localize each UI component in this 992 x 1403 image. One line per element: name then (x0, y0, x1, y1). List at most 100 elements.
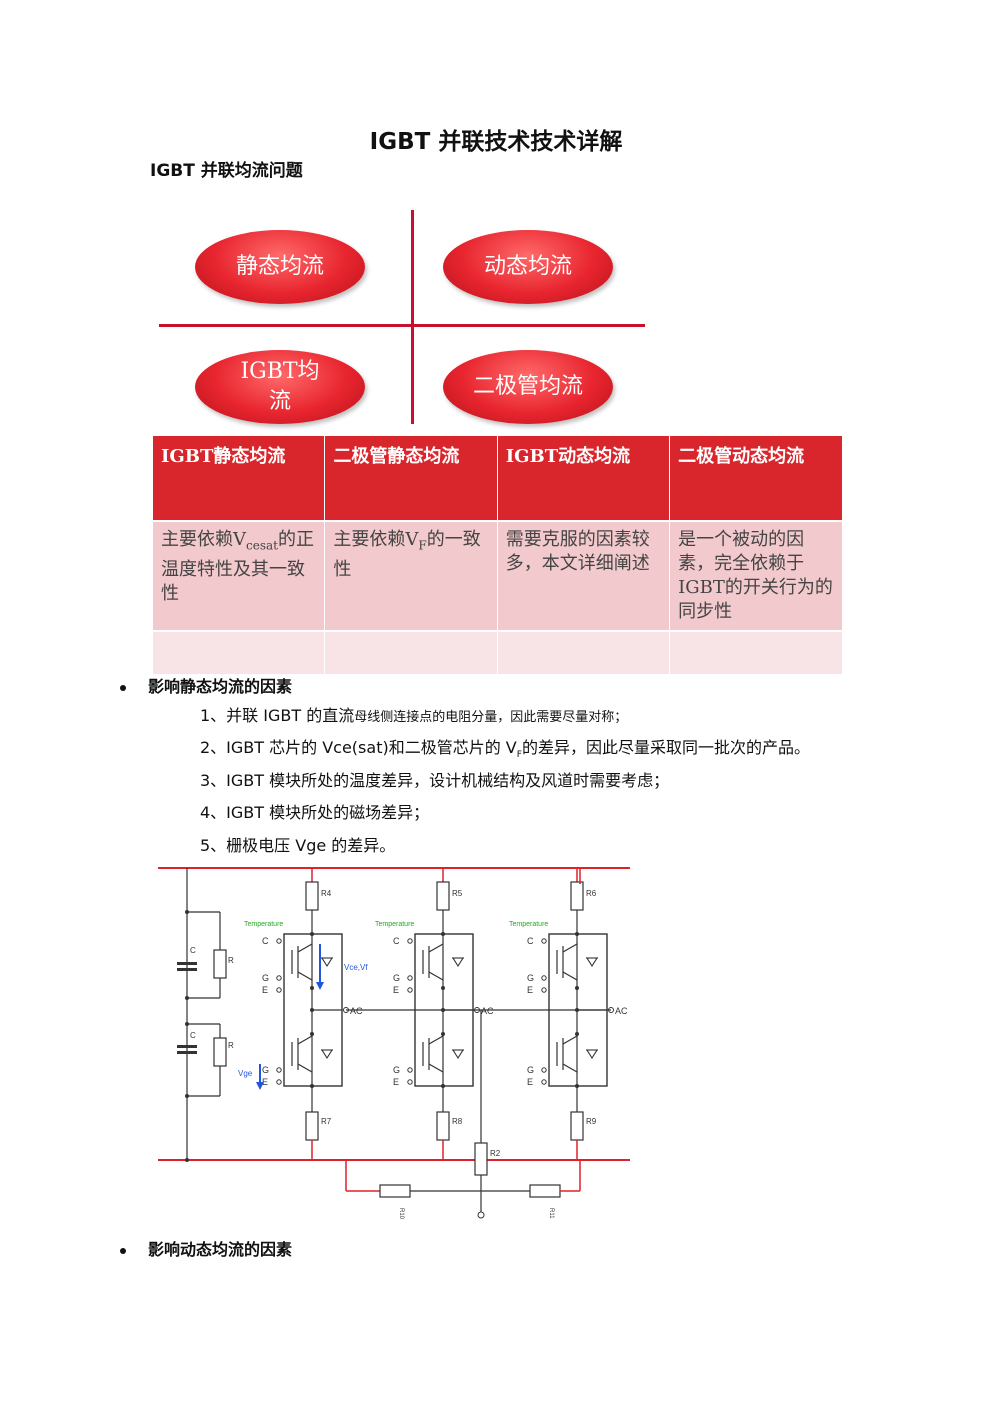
table-header-cell: 二极管动态均流 (669, 436, 842, 522)
node (575, 1032, 579, 1036)
res-label: R (228, 1041, 234, 1050)
resistor-label: R8 (452, 1117, 463, 1126)
pin-terminal (541, 1067, 547, 1073)
node (310, 986, 314, 990)
pin-label: G (393, 973, 400, 983)
resistor-top (570, 881, 584, 911)
pin-terminal (541, 938, 547, 944)
pin-label: G (393, 1065, 400, 1075)
bullet-dot (120, 1247, 126, 1254)
resistor-label: R5 (452, 889, 463, 898)
diode-symbol (452, 957, 464, 968)
resistor-r2 (474, 1142, 488, 1176)
table-header-cell: IGBT静态均流 (151, 436, 325, 522)
horizontal-divider (159, 324, 645, 327)
vertical-divider (411, 210, 414, 424)
pin-label: G (527, 1065, 534, 1075)
static-factor-item: 2、IGBT 芯片的 Vce(sat)和二极管芯片的 VF的差异，因此尽量采取同… (200, 738, 810, 761)
pin-terminal (276, 975, 282, 981)
resistor-label: R6 (586, 889, 597, 898)
vce-label: Vce,Vf (344, 963, 368, 972)
pin-label: E (262, 1077, 268, 1087)
document-title: IGBT 并联技术技术详解 (369, 129, 623, 155)
node (185, 1094, 189, 1098)
table-cell: 需要克服的因素较多，本文详细阐述 (496, 521, 670, 632)
node (310, 1008, 314, 1012)
quadrant-diagram: 静态均流 动态均流 IGBT均流 二极管均流 (155, 208, 645, 428)
table-header-row: IGBT静态均流 二极管静态均流 IGBT动态均流 二极管动态均流 (151, 436, 842, 522)
table-row: 主要依赖Vcesat的正温度特性及其一致性 主要依赖VF的一致性 需要克服的因素… (151, 521, 842, 632)
pin-terminal (276, 987, 282, 993)
pin-terminal (276, 938, 282, 944)
oval-diode-sharing: 二极管均流 (443, 350, 613, 424)
pin-label: E (527, 985, 533, 995)
oval-dynamic-sharing: 动态均流 (443, 230, 613, 304)
temperature-label: Temperature (509, 921, 548, 928)
node (185, 1158, 189, 1162)
res-label: R (228, 956, 234, 965)
resistor-label: R2 (490, 1149, 501, 1158)
oval-static-sharing: 静态均流 (195, 230, 365, 304)
resistor-r11 (529, 1184, 561, 1198)
pin-terminal (407, 987, 413, 993)
oval-igbt-sharing: IGBT均流 (195, 350, 365, 424)
resistor-label: R4 (321, 889, 332, 898)
pin-label: E (527, 1077, 533, 1087)
node (441, 932, 445, 936)
output-terminal (477, 1211, 485, 1219)
resistor-bottom (436, 1111, 450, 1141)
ac-label: AC (350, 1006, 363, 1016)
node (185, 996, 189, 1000)
pin-label: E (393, 1077, 399, 1087)
pin-terminal (407, 938, 413, 944)
node (441, 1032, 445, 1036)
resistor-r10 (379, 1184, 411, 1198)
node (185, 910, 189, 914)
node (575, 986, 579, 990)
dynamic-factors-heading: 影响动态均流的因素 (120, 1236, 292, 1260)
resistor-top (436, 881, 450, 911)
sharing-summary-table: IGBT静态均流 二极管静态均流 IGBT动态均流 二极管动态均流 主要依赖Vc… (151, 436, 842, 676)
table-row-empty (151, 631, 842, 676)
table-cell: 是一个被动的因素，完全依赖于IGBT的开关行为的同步性 (669, 521, 842, 632)
temperature-label: Temperature (244, 921, 283, 928)
node (310, 1032, 314, 1036)
section-title: IGBT 并联均流问题 (150, 161, 303, 181)
static-factor-item: 4、IGBT 模块所处的磁场差异； (200, 803, 430, 822)
capacitor-plate (177, 1045, 197, 1048)
pin-label: G (527, 973, 534, 983)
ac-label: AC (615, 1006, 628, 1016)
pin-terminal (407, 1067, 413, 1073)
resistor-label: R11 (548, 1208, 554, 1219)
table-cell: 主要依赖Vcesat的正温度特性及其一致性 (151, 521, 325, 632)
static-factor-item: 3、IGBT 模块所处的温度差异，设计机械结构及风道时需要考虑； (200, 771, 670, 790)
node (185, 1022, 189, 1026)
capacitor-plate (177, 962, 197, 965)
bullet-dot (120, 684, 126, 691)
capacitor-plate (177, 968, 197, 971)
pin-label: G (262, 1065, 269, 1075)
resistor-label: R10 (398, 1208, 404, 1220)
pin-terminal (407, 1079, 413, 1085)
node (575, 932, 579, 936)
table-header-cell: 二极管静态均流 (324, 436, 498, 522)
vge-label: Vge (238, 1069, 253, 1078)
resistor-bottom (570, 1111, 584, 1141)
resistor-label: R7 (321, 1117, 332, 1126)
ac-label: AC (481, 1006, 494, 1016)
temperature-label: Temperature (375, 921, 414, 928)
pin-label: E (393, 985, 399, 995)
table-header-cell: IGBT动态均流 (496, 436, 670, 522)
diode-symbol (452, 1049, 464, 1060)
capacitor-bank (186, 868, 227, 1160)
table-cell: 主要依赖VF的一致性 (324, 521, 498, 632)
pin-label: C (393, 936, 400, 946)
diode-symbol (321, 1049, 333, 1060)
static-factor-item: 5、栅极电压 Vge 的差异。 (200, 836, 396, 855)
pin-label: C (262, 936, 269, 946)
node (441, 986, 445, 990)
capacitor-plate (177, 1051, 197, 1054)
pin-terminal (276, 1079, 282, 1085)
diode-symbol (586, 1049, 598, 1060)
node (310, 932, 314, 936)
